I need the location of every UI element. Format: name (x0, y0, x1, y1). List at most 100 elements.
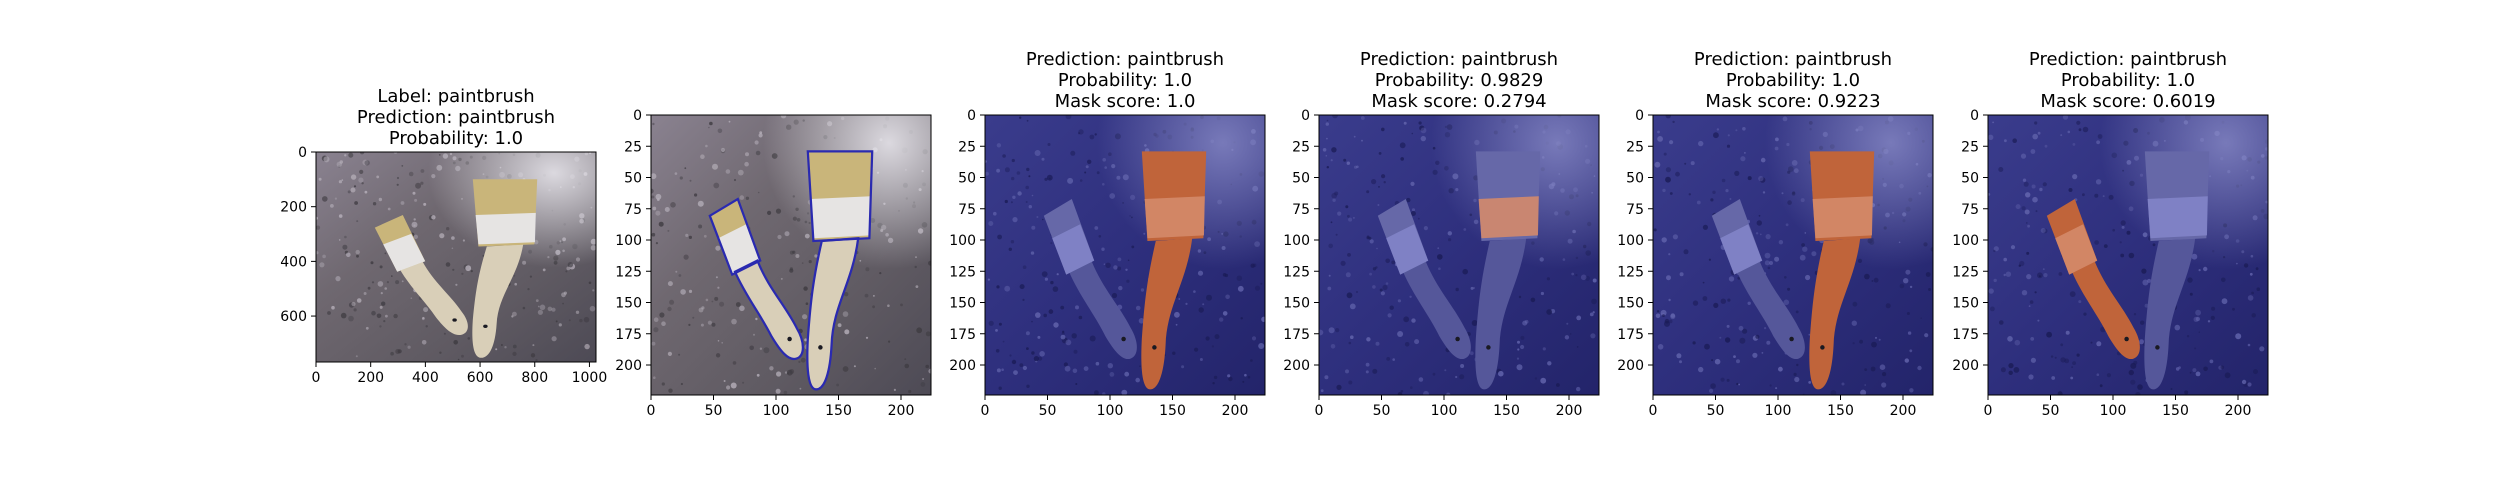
right-paintbrush (472, 179, 538, 358)
brush-handle (400, 261, 468, 336)
x-tick-label: 100 (1097, 403, 1124, 419)
brush-ferrule (1144, 196, 1205, 239)
x-tick-label: 400 (412, 370, 439, 386)
brush-hole (2155, 345, 2160, 350)
left-paintbrush (708, 197, 805, 361)
brush-handle (735, 260, 803, 360)
brush-ferrule (1386, 224, 1429, 275)
brush-ferrule (810, 196, 871, 239)
panel-image (1319, 115, 1599, 395)
left-paintbrush (1043, 199, 1137, 360)
brush-handle (2144, 238, 2196, 390)
brush-hole (1455, 336, 1460, 342)
brush-hole (452, 318, 457, 322)
x-tick-label: 150 (1159, 403, 1186, 419)
y-tick-label: 200 (1617, 358, 1644, 374)
y-tick-label: 175 (1283, 327, 1310, 343)
x-tick-label: 0 (1315, 403, 1324, 419)
panel-title-line: Probability: 1.0 (389, 128, 523, 149)
y-tick-label: 25 (1961, 139, 1979, 155)
brush-handle (807, 238, 859, 390)
x-tick-label: 50 (1707, 403, 1725, 419)
y-tick-label: 25 (958, 139, 976, 155)
brush-hole (1121, 336, 1126, 342)
x-tick-label: 0 (312, 370, 321, 386)
brush-hole (2124, 336, 2129, 342)
y-tick-label: 125 (1283, 264, 1310, 280)
right-paintbrush (1475, 151, 1541, 390)
y-tick-label: 75 (624, 202, 642, 218)
axes-frame (650, 114, 932, 396)
brush-handle (1809, 238, 1861, 390)
brush-ferrule (1812, 196, 1873, 239)
outline-handle (733, 259, 805, 361)
x-tick-label: 200 (1890, 403, 1917, 419)
x-tick-label: 200 (1556, 403, 1583, 419)
right-paintbrush (1809, 151, 1875, 390)
outline-handle (806, 236, 860, 391)
x-tick-label: 50 (705, 403, 723, 419)
right-paintbrush (2144, 151, 2210, 390)
x-tick-label: 150 (1827, 403, 1854, 419)
y-tick-label: 50 (958, 171, 976, 187)
panel-title-line: Probability: 1.0 (1058, 70, 1192, 91)
y-tick-label: 0 (1635, 108, 1644, 124)
right-paintbrush (1141, 151, 1207, 390)
panel-title-line: Mask score: 1.0 (1055, 91, 1196, 112)
brush-hole (1789, 336, 1794, 342)
panel-image (985, 115, 1265, 395)
x-tick-label: 0 (647, 403, 656, 419)
y-tick-label: 400 (280, 254, 307, 270)
x-tick-label: 200 (888, 403, 915, 419)
brush-ferrule (383, 233, 426, 272)
axes-frame (1318, 114, 1600, 396)
brush-ferrule (2147, 196, 2208, 239)
brush-handle (1069, 260, 1137, 360)
x-tick-label: 600 (467, 370, 494, 386)
panel-title-line: Mask score: 0.6019 (2040, 91, 2215, 112)
outline-bristles (806, 150, 874, 243)
y-tick-label: 25 (624, 139, 642, 155)
left-paintbrush (374, 215, 468, 336)
right-paintbrush (806, 150, 874, 391)
y-tick-label: 0 (1301, 108, 1310, 124)
left-paintbrush (1711, 199, 1805, 360)
y-tick-label: 175 (615, 327, 642, 343)
x-tick-label: 200 (2225, 403, 2252, 419)
y-tick-label: 600 (280, 309, 307, 325)
y-tick-label: 150 (1617, 296, 1644, 312)
y-tick-label: 125 (1617, 264, 1644, 280)
x-tick-label: 150 (825, 403, 852, 419)
y-tick-label: 125 (1952, 264, 1979, 280)
x-tick-label: 50 (1373, 403, 1391, 419)
x-tick-label: 1000 (572, 370, 608, 386)
x-tick-label: 150 (1493, 403, 1520, 419)
brush-hole (1820, 345, 1825, 350)
y-tick-label: 150 (1952, 296, 1979, 312)
brush-handle (1141, 238, 1193, 390)
x-tick-label: 150 (2162, 403, 2189, 419)
y-tick-label: 200 (949, 358, 976, 374)
y-tick-label: 50 (1961, 171, 1979, 187)
x-tick-label: 0 (1649, 403, 1658, 419)
axes-frame (315, 151, 597, 363)
y-tick-label: 100 (949, 233, 976, 249)
brush-handle (2072, 260, 2140, 360)
y-tick-label: 175 (1617, 327, 1644, 343)
left-paintbrush (1377, 199, 1471, 360)
axes-frame (1987, 114, 2269, 396)
x-tick-label: 100 (1765, 403, 1792, 419)
y-tick-label: 150 (949, 296, 976, 312)
outline-bristles (708, 197, 762, 277)
brush-ferrule (2055, 224, 2098, 275)
y-tick-label: 75 (1961, 202, 1979, 218)
panel-image (651, 115, 931, 395)
y-tick-label: 200 (1952, 358, 1979, 374)
y-tick-label: 200 (280, 200, 307, 216)
brush-hole (787, 336, 792, 342)
brush-hole (1152, 345, 1157, 350)
